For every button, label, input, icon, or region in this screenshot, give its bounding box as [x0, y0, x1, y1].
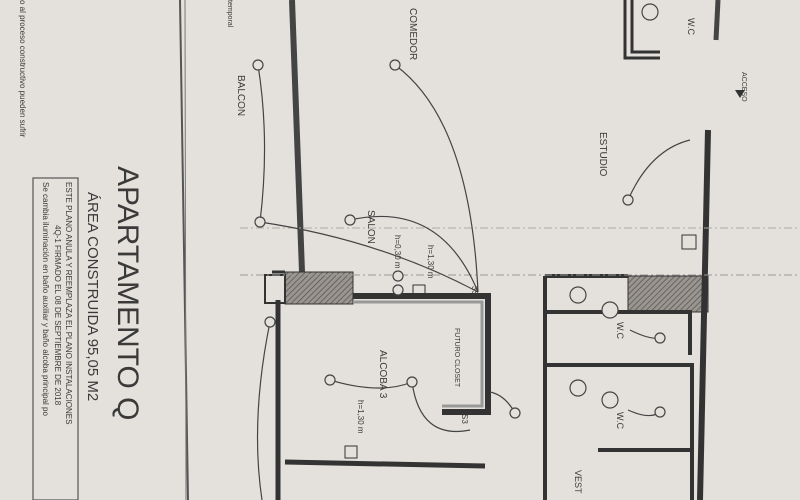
light-fixtures — [252, 3, 666, 419]
room-vestier: VEST — [573, 470, 583, 494]
column — [627, 275, 709, 313]
room-alcoba-3: ALCOBA 3 — [377, 350, 388, 399]
light-icon — [252, 59, 264, 71]
wc-wall — [623, 0, 660, 60]
panel-icon — [681, 234, 697, 250]
note-line-2: 4Q-1 FIRMADO EL 08 DE SEPTIEMBRE DE 2018 — [53, 225, 62, 406]
light-icon — [601, 391, 619, 409]
height-label: h=1,30 m — [356, 400, 365, 434]
light-icon — [254, 216, 266, 228]
room-balcon: BALCON — [235, 75, 246, 116]
light-icon — [264, 316, 276, 328]
outlet-icon — [392, 270, 404, 282]
switch-box — [264, 274, 286, 304]
outlet-icon — [392, 284, 404, 296]
light-icon — [641, 3, 659, 21]
closet-wall-inner — [353, 300, 484, 408]
room-wc-2: W.C — [615, 322, 625, 339]
border-line — [179, 0, 189, 500]
light-icon — [389, 59, 401, 71]
exterior-wall — [697, 129, 711, 500]
panel-icon — [344, 445, 358, 459]
border-line-inner — [184, 0, 187, 500]
note-box — [32, 177, 79, 500]
light-icon — [601, 301, 619, 319]
light-icon — [509, 407, 521, 419]
wall-line — [713, 0, 721, 41]
bathroom-walls — [543, 274, 694, 500]
access-arrow-icon — [735, 90, 745, 98]
height-label: h=1,30 m — [426, 245, 435, 279]
room-comedor: COMEDOR — [407, 8, 418, 60]
circuit-label: S3 — [460, 414, 469, 424]
height-label: h=0,30 m — [393, 235, 402, 269]
plan-title: APARTAMENTO Q — [111, 166, 144, 421]
circuit-label: 3S — [470, 286, 479, 296]
light-icon — [654, 332, 666, 344]
note-line-1: ESTE PLANO ANULA Y REEMPLAZA EL PLANO IN… — [64, 182, 73, 424]
room-wc-1: W.C — [686, 18, 696, 35]
room-wc-3: W.C — [615, 412, 625, 429]
column — [284, 271, 354, 305]
wall-line — [289, 0, 305, 273]
light-icon — [569, 286, 587, 304]
room-estudio: ESTUDIO — [597, 132, 608, 177]
light-icon — [654, 406, 666, 418]
panel-icon — [412, 284, 426, 298]
temporal-label: temporal — [226, 0, 233, 28]
wall — [284, 459, 486, 469]
light-icon — [622, 194, 634, 206]
access-label: ACCESO — [740, 72, 747, 102]
light-icon — [406, 376, 418, 388]
light-icon — [324, 374, 336, 386]
margin-text: o al proceso constructivo pueden sufrir — [18, 0, 27, 138]
room-closet: FUTURO CLOSET — [453, 328, 460, 388]
note-line-3: Se cambia iluminación en baño auxiliar y… — [41, 182, 50, 416]
plan-subtitle: ÁREA CONSTRUIDA 95,05 M2 — [84, 192, 101, 401]
light-icon — [569, 379, 587, 397]
room-salon: SALON — [365, 210, 376, 244]
light-icon — [344, 214, 356, 226]
closet-wall — [353, 293, 491, 415]
